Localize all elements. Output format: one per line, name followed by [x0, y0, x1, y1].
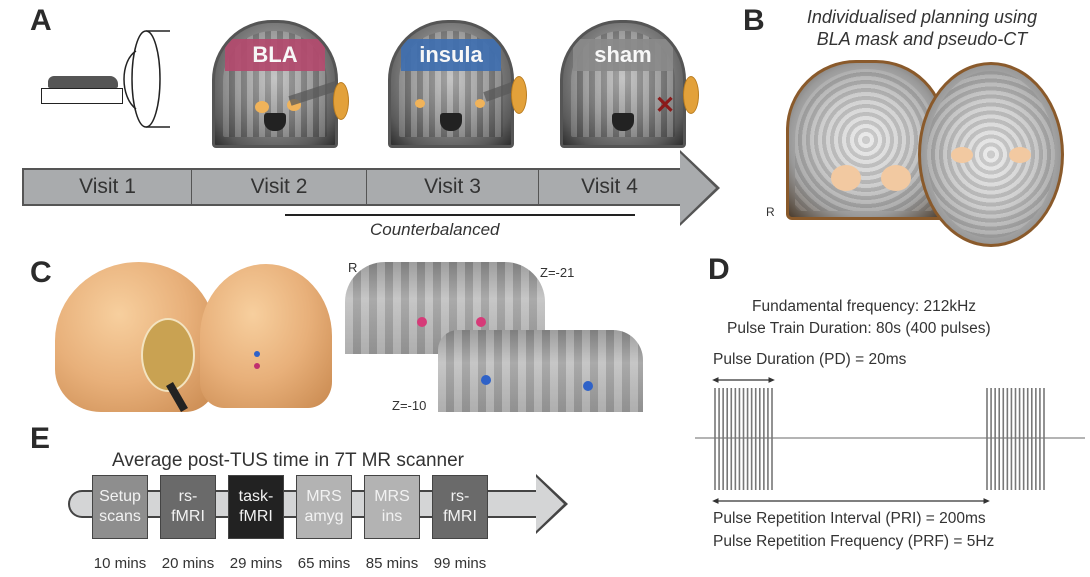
brain-coronal-bla: BLA [212, 20, 338, 148]
pri-text: Pulse Repetition Interval (PRI) = 200ms [713, 510, 986, 527]
session-step-label-line1: task- [238, 488, 274, 505]
panel-letter-b: B [743, 4, 765, 37]
orientation-label-r: R [348, 260, 358, 275]
panel-letter-c: C [30, 256, 52, 289]
session-step-label: Setup scans [99, 487, 141, 527]
session-step-label: rs-fMRI [443, 487, 477, 527]
panel-b-title: Individualised planning using BLA mask a… [772, 6, 1072, 50]
patient-silhouette-icon [48, 76, 118, 88]
session-step: MRS ins [364, 475, 420, 539]
session-step-label-line1: rs- [450, 488, 470, 505]
scanner-bed-icon [41, 88, 123, 104]
counterbalanced-bracket [285, 214, 635, 216]
brainstem [612, 113, 634, 131]
condition-label-bla: BLA [225, 39, 325, 71]
counterbalanced-label: Counterbalanced [370, 220, 500, 239]
prf-text: Pulse Repetition Frequency (PRF) = 5Hz [713, 533, 995, 550]
session-step-label-line2: amyg [304, 508, 344, 525]
bla-mask-left [951, 147, 973, 163]
session-arrowhead-fill [536, 477, 564, 531]
brainstem [440, 113, 462, 131]
session-step: MRS amyg [296, 475, 352, 539]
visit-4: Visit 4 [581, 175, 638, 198]
transducer-icon [683, 76, 699, 114]
panel-letter-d: D [708, 253, 730, 286]
roi-marker-bla-left [476, 317, 486, 327]
brain-coronal-insula: insula [388, 20, 514, 148]
session-step-label: task-fMRI [239, 487, 274, 527]
amygdala-marker-left [255, 101, 269, 113]
timeline-arrowhead-fill [680, 153, 716, 223]
session-step: Setup scans [92, 475, 148, 539]
insula-marker-left [415, 99, 425, 108]
target-marker-insula [254, 351, 260, 357]
panel-e-title: Average post-TUS time in 7T MR scanner [112, 450, 464, 471]
panel-letter-e: E [30, 422, 51, 455]
mri-texture [927, 71, 1055, 238]
insula-marker-right [475, 99, 485, 108]
slice-label-z-10: Z=-10 [392, 398, 427, 413]
pulse-waveform [695, 377, 1085, 504]
scanner-bore-icon [123, 30, 170, 128]
session-step-label-line2: fMRI [443, 508, 477, 525]
session-step-label-line1: Setup [99, 488, 141, 505]
bla-mask-right [1009, 147, 1031, 163]
session-step-label-line2: fMRI [239, 508, 273, 525]
head-model-with-transducer [55, 262, 215, 412]
mri-scanner-illustration [36, 25, 176, 135]
pulse-duration-text: Pulse Duration (PD) = 20ms [713, 351, 907, 368]
visit-3: Visit 3 [367, 170, 539, 204]
roi-marker-bla-right [417, 317, 427, 327]
session-step: rs-fMRI [160, 475, 216, 539]
session-step-label-line1: rs- [178, 488, 198, 505]
panel-b-title-line1: Individualised planning using [806, 7, 1038, 27]
transducer-icon [333, 82, 349, 120]
orientation-label-r: R [766, 205, 775, 219]
mri-texture [795, 69, 937, 211]
session-step-time: 85 mins [365, 555, 419, 572]
session-step-label: MRS ins [374, 487, 410, 527]
roi-marker-insula-right [481, 375, 491, 385]
sham-x-icon: ✕ [655, 92, 676, 119]
mri-axial-slice-z-10 [438, 330, 643, 412]
visit-2: Visit 2 [192, 170, 367, 204]
target-marker-bla [254, 363, 260, 369]
session-step-time: 99 mins [433, 555, 487, 572]
session-step-time: 10 mins [93, 555, 147, 572]
session-step: rs-fMRI [432, 475, 488, 539]
session-step-label: MRS amyg [304, 487, 343, 527]
condition-label-sham: sham [573, 39, 673, 71]
session-step-time: 20 mins [161, 555, 215, 572]
session-step-label-line2: ins [381, 508, 403, 525]
transducer-icon [511, 76, 527, 114]
fundamental-frequency-text: Fundamental frequency: 212kHz [752, 298, 977, 315]
session-step: task-fMRI [228, 475, 284, 539]
session-step-time: 29 mins [229, 555, 283, 572]
head-model-targets [200, 264, 332, 408]
visit-1: Visit 1 [24, 170, 192, 204]
session-step-label-line2: scans [99, 508, 141, 525]
transducer-on-head-icon [141, 318, 195, 392]
session-step-label: rs-fMRI [171, 487, 205, 527]
mri-texture [438, 330, 643, 412]
panel-b-title-line2: BLA mask and pseudo-CT [816, 29, 1028, 49]
session-step-label-line1: MRS [306, 488, 342, 505]
brainstem [264, 113, 286, 131]
bla-mask-left [831, 165, 861, 191]
panel-letter-a: A [30, 4, 52, 37]
visit-timeline: Visit 1 Visit 2 Visit 3 Visit 4 [22, 168, 682, 206]
brain-coronal-sham: sham ✕ [560, 20, 686, 148]
roi-marker-insula-left [583, 381, 593, 391]
bla-mask-right [881, 165, 911, 191]
mri-coronal-individual [786, 60, 946, 220]
session-step-label-line1: MRS [374, 488, 410, 505]
pulse-train-duration-text: Pulse Train Duration: 80s (400 pulses) [727, 320, 991, 337]
session-step-time: 65 mins [297, 555, 351, 572]
session-step-label-line2: fMRI [171, 508, 205, 525]
condition-label-insula: insula [401, 39, 501, 71]
slice-label-z-21: Z=-21 [540, 265, 575, 280]
mri-axial-individual [918, 62, 1064, 247]
